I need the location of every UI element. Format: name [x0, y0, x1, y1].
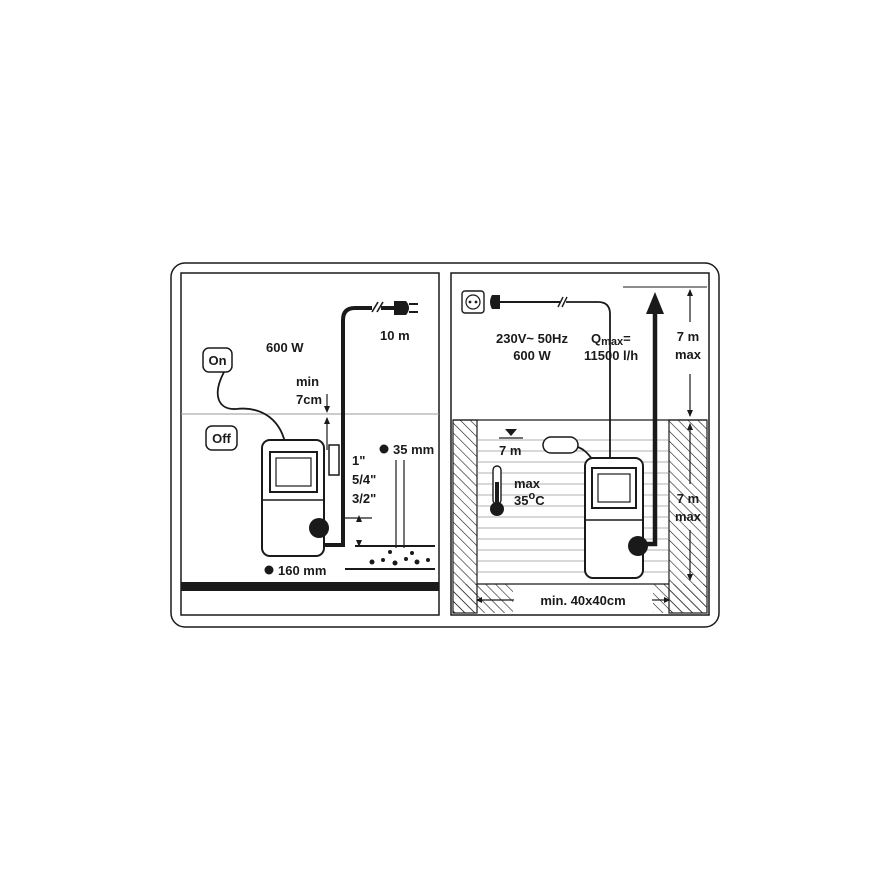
pit-wall-left [452, 419, 478, 614]
base-diameter-label: 160 mm [278, 563, 326, 578]
socket-icon [461, 290, 485, 314]
head-bottom-line1: 7 m [677, 491, 699, 506]
on-switch: On [202, 347, 233, 373]
head-bottom-line2: max [675, 509, 702, 524]
head-top-line1: 7 m [677, 329, 699, 344]
particle-size-label: 35 mm [393, 442, 434, 457]
sediment [345, 545, 435, 570]
qmax-eq: = [623, 331, 631, 346]
cable-length-label: 10 m [380, 328, 410, 343]
diameter-icon [264, 565, 274, 575]
right-panel: 230V~ 50Hz 600 W Qmax= 11500 l/h 7 m max… [450, 272, 710, 616]
qmax-value: 11500 l/h [584, 348, 638, 363]
voltage-label: 230V~ 50Hz [496, 331, 568, 346]
pit-floor-right [653, 584, 707, 613]
min-depth-line2: 7cm [296, 392, 322, 407]
flow-arrow-icon [646, 292, 664, 314]
power-label-left: 600 W [266, 340, 304, 355]
pit-floor-left [453, 584, 513, 613]
pit-wall-right [668, 419, 708, 614]
hose-size-1: 1" [352, 453, 365, 468]
diameter-icon [379, 444, 389, 454]
float-depth-label: 7 m [499, 443, 521, 458]
plug-icon [490, 295, 560, 309]
hose-size-3: 3/2" [352, 491, 376, 506]
min-depth-line1: min [296, 374, 319, 389]
qmax-sub: max [601, 336, 624, 348]
floor-bar [181, 582, 439, 591]
head-top-line2: max [675, 347, 702, 362]
temp-value: 35 [514, 493, 528, 508]
hose-size-2: 5/4" [352, 472, 376, 487]
thermometer-icon [490, 465, 504, 516]
temp-unit: C [535, 493, 545, 508]
off-switch: Off [205, 425, 238, 451]
qmax-prefix: Q [591, 331, 601, 346]
water-level-icon [505, 429, 517, 436]
left-panel: On Off 600 W 10 m min [180, 272, 440, 616]
power-label-right: 600 W [513, 348, 551, 363]
pump-body-left [261, 439, 340, 557]
pump-body-right [584, 457, 648, 579]
power-cable-right [566, 301, 611, 462]
float-cord [216, 371, 287, 449]
discharge-hose-right [646, 312, 658, 547]
pit-size-label: min. 40x40cm [540, 593, 625, 608]
discharge-hose-left [324, 306, 372, 547]
qmax-label: Qmax= [591, 331, 631, 348]
plug-icon [394, 301, 418, 315]
on-label: On [208, 353, 226, 368]
off-label: Off [212, 431, 231, 446]
temp-degree: o [528, 490, 535, 502]
temp-line1: max [514, 476, 541, 491]
temp-line2: 35oC [514, 490, 545, 508]
